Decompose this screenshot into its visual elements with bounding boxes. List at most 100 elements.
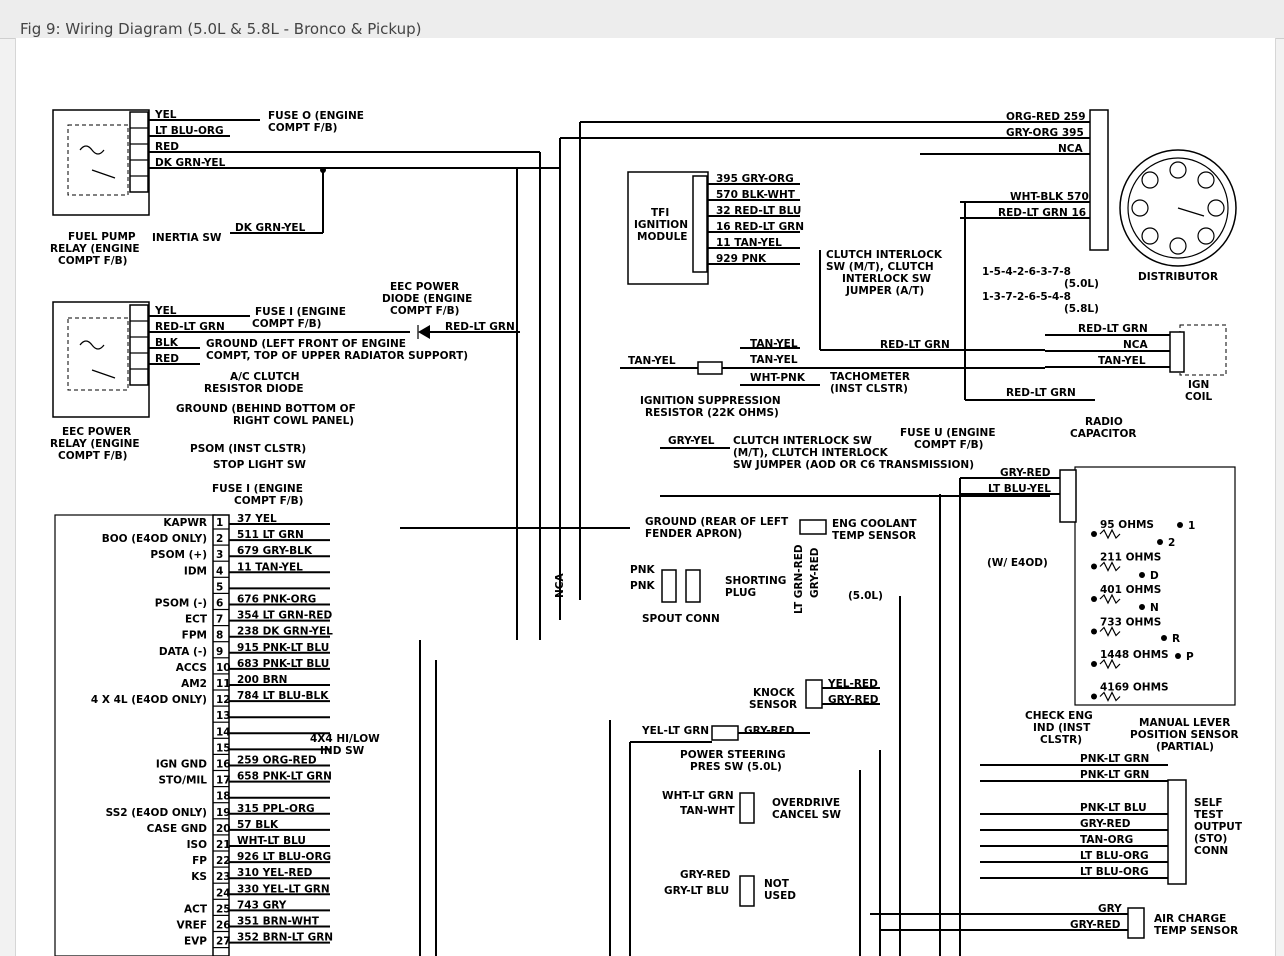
radio-cap-2: CAPACITOR	[1070, 428, 1136, 440]
eec-pin-wire: 676 PNK-ORG	[237, 594, 316, 606]
eec-pin-wire: 784 LT BLU-BLK	[237, 690, 329, 702]
tfi-wire: 570 BLK-WHT	[716, 189, 796, 201]
clutch-il-top-4: JUMPER (A/T)	[845, 285, 924, 297]
eec-pin-label: KAPWR	[163, 517, 207, 529]
eec-pin-label: DATA (-)	[159, 646, 207, 658]
fuse-i-mid-1: FUSE I (ENGINE	[212, 483, 303, 495]
eec-pin-wire: 915 PNK-LT BLU	[237, 642, 329, 654]
self-test-4: (STO)	[1194, 833, 1227, 845]
sto-wire: GRY-RED	[1080, 818, 1131, 830]
eec-pin-label: STO/MIL	[158, 775, 207, 787]
ground-fender-2: FENDER APRON)	[645, 528, 742, 540]
eec-pin-number: 5	[216, 581, 223, 593]
fuse-i-mid-2: COMPT F/B)	[234, 495, 303, 507]
air-charge-2: TEMP SENSOR	[1154, 925, 1238, 937]
mlp-wire-2: LT BLU-YEL	[988, 483, 1051, 495]
eec-pin-wire: 57 BLK	[237, 819, 279, 831]
eec-wire-2: RED-LT GRN	[155, 321, 225, 333]
sto-wire: LT BLU-ORG	[1080, 866, 1149, 878]
tfi-line-2: IGNITION	[634, 219, 688, 231]
inertia-wire: DK GRN-YEL	[235, 222, 306, 234]
title-bar: Fig 9: Wiring Diagram (5.0L & 5.8L - Bro…	[0, 0, 1284, 39]
mlp-ohms: 401 OHMS	[1100, 584, 1161, 596]
x4-hilow-2: IND SW	[320, 745, 365, 757]
eec-pin-label: CASE GND	[147, 823, 208, 835]
ign-coil: RED-LT GRN NCA TAN-YEL IGN COIL	[1045, 323, 1227, 403]
mlp-ohms: 211 OHMS	[1100, 552, 1161, 564]
overdrive-2: CANCEL SW	[772, 809, 841, 821]
fuel-pump-relay-label-3: COMPT F/B)	[58, 255, 127, 267]
eng-coolant-1: ENG COOLANT	[832, 518, 917, 530]
ground-cowl-1: GROUND (BEHIND BOTTOM OF	[176, 403, 356, 415]
eec-diode-3: COMPT F/B)	[390, 305, 459, 317]
ign-coil-1: IGN	[1188, 379, 1209, 391]
self-test-3: OUTPUT	[1194, 821, 1243, 833]
tan-yel-2: TAN-YEL	[750, 354, 798, 366]
eec-relay-label-1: EEC POWER	[62, 426, 131, 438]
eec-diode-1: EEC POWER	[390, 281, 459, 293]
radio-cap-1: RADIO	[1085, 416, 1123, 428]
shorting-pnk-1: PNK	[630, 564, 655, 576]
eec-pin-number: 19	[216, 807, 231, 819]
eec-pin-label: KS	[191, 871, 207, 883]
mlp-position: N	[1150, 602, 1159, 614]
ps-line-2: PRES SW (5.0L)	[690, 761, 782, 773]
eec-pin-wire: 310 YEL-RED	[237, 867, 313, 879]
firing-order-1: 1-5-4-2-6-3-7-8	[982, 266, 1071, 278]
eec-pin-number: 16	[216, 759, 231, 771]
tfi-line-3: MODULE	[637, 231, 687, 243]
ground-left-1: GROUND (LEFT FRONT OF ENGINE	[206, 338, 406, 350]
firing-eng-2: (5.8L)	[1064, 303, 1099, 315]
eec-diode-wire: RED-LT GRN	[445, 321, 515, 333]
sto-wire: PNK-LT GRN	[1080, 769, 1149, 781]
mlp-position: P	[1186, 651, 1194, 663]
mlp-position: D	[1150, 570, 1159, 582]
eec-pin-wire: 511 LT GRN	[237, 529, 304, 541]
mlp-ohms: 4169 OHMS	[1100, 682, 1169, 694]
clutch-il-top-2: SW (M/T), CLUTCH	[826, 261, 934, 273]
ign-coil-2: COIL	[1185, 391, 1213, 403]
coolant-wire-1: LT GRN-RED	[793, 544, 805, 614]
nu-wire-1: GRY-RED	[680, 869, 731, 881]
check-eng-1: CHECK ENG	[1025, 710, 1093, 722]
coil-wire-3: TAN-YEL	[1098, 355, 1146, 367]
eec-pin-label: BOO (E4OD ONLY)	[102, 533, 207, 545]
eec-pin-number: 7	[216, 614, 223, 626]
eec-pin-label: ACT	[184, 903, 208, 915]
fuse-i-top-2: COMPT F/B)	[252, 318, 321, 330]
clutch-il-mid-2: (M/T), CLUTCH INTERLOCK	[733, 447, 889, 459]
spout-conn: SPOUT CONN	[642, 613, 720, 625]
w-e4od-label: (W/ E4OD)	[987, 557, 1048, 569]
shorting-plug-2: PLUG	[725, 587, 756, 599]
coolant-wire-2: GRY-RED	[809, 547, 821, 598]
eec-pin-label: FPM	[182, 630, 207, 642]
wht-pnk: WHT-PNK	[750, 372, 806, 384]
eec-pin-wire: WHT-LT BLU	[237, 835, 306, 847]
eec-pin-number: 23	[216, 871, 231, 883]
tachometer-2: (INST CLSTR)	[830, 383, 908, 395]
eec-pin-wire: 658 PNK-LT GRN	[237, 771, 332, 783]
eec-pin-label: ACCS	[176, 662, 207, 674]
tfi-wire: 11 TAN-YEL	[716, 237, 782, 249]
eec-pin-label: FP	[192, 855, 207, 867]
ground-cowl-2: RIGHT COWL PANEL)	[233, 415, 354, 427]
self-test-2: TEST	[1194, 809, 1224, 821]
eec-wire-1: YEL	[154, 305, 177, 317]
eec-pin-label: 4 X 4L (E4OD ONLY)	[91, 694, 207, 706]
air-charge-1: AIR CHARGE	[1154, 913, 1226, 925]
fpr-wire-2: LT BLU-ORG	[155, 125, 224, 137]
eec-pin-wire: 352 BRN-LT GRN	[237, 932, 333, 944]
eec-pin-wire: 315 PPL-ORG	[237, 803, 315, 815]
eec-pin-number: 1	[216, 517, 223, 529]
mlp-wire-1: GRY-RED	[1000, 467, 1051, 479]
sto-wire: LT BLU-ORG	[1080, 850, 1149, 862]
distributor-label: DISTRIBUTOR	[1138, 271, 1218, 283]
sto-wire: TAN-ORG	[1080, 834, 1133, 846]
eec-pin-number: 3	[216, 549, 223, 561]
eec-wire-3: BLK	[155, 337, 179, 349]
eec-pin-number: 13	[216, 710, 231, 722]
trunk-wires	[419, 122, 966, 956]
fuse-o-line-2: COMPT F/B)	[268, 122, 337, 134]
